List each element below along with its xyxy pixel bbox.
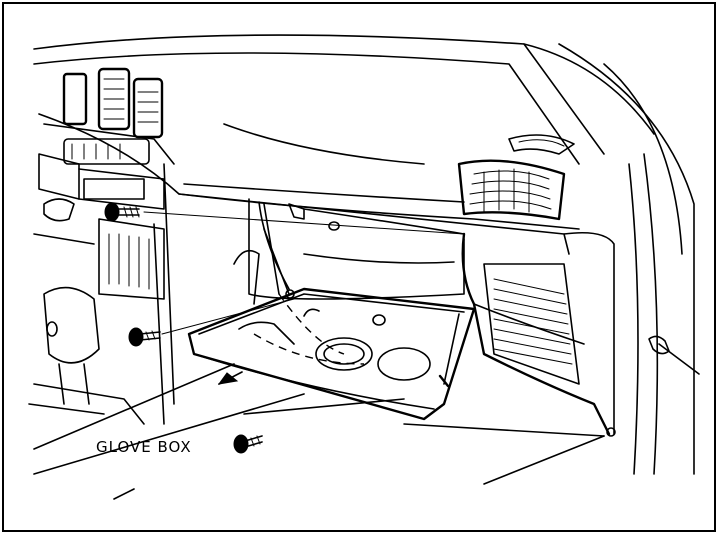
floor-lines bbox=[33, 363, 605, 500]
glove-box-label: GLOVE BOX bbox=[96, 438, 192, 456]
stay-rod bbox=[263, 228, 295, 299]
dashboard-illustration bbox=[28, 34, 700, 500]
kick-panel bbox=[461, 231, 616, 437]
glove-box-screw bbox=[233, 434, 263, 454]
shift-lever bbox=[28, 286, 145, 425]
windshield-lines bbox=[33, 34, 655, 165]
glove-box-door bbox=[187, 287, 476, 421]
screw-lower bbox=[128, 298, 295, 347]
passenger-vent bbox=[457, 159, 566, 221]
center-console bbox=[33, 67, 175, 425]
screw-upper bbox=[104, 202, 465, 235]
callout-leader bbox=[217, 371, 243, 385]
door-frame bbox=[558, 43, 700, 475]
defroster-vent bbox=[508, 134, 575, 155]
